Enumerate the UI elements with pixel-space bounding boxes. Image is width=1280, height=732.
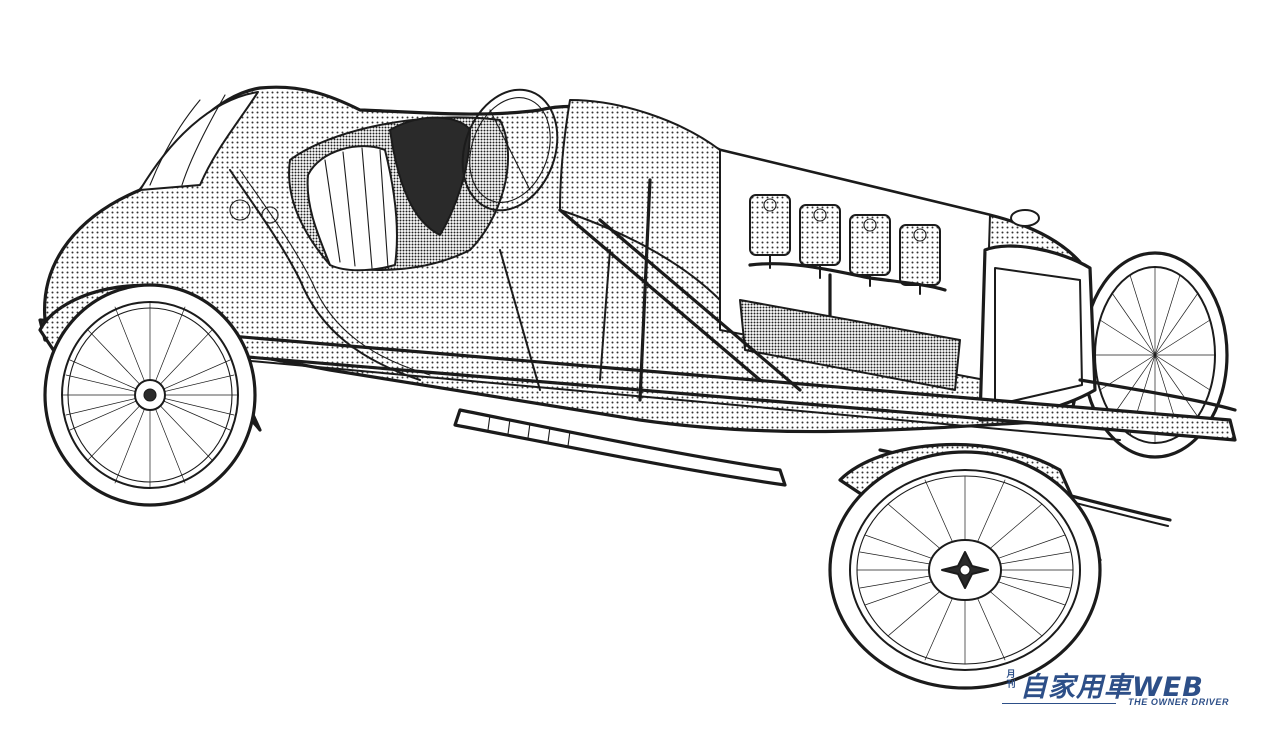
- rear-left-wheel: [38, 283, 262, 507]
- publisher-logo: 月刊 自家用車WEB THE OWNER DRIVER: [1000, 667, 1260, 717]
- fuel-lines: [229, 169, 431, 381]
- front-left-wheel: [828, 442, 1102, 690]
- logo-main-text: 自家用車WEB: [1020, 672, 1204, 703]
- car-body: [38, 85, 1237, 527]
- logo-subtitle: THE OWNER DRIVER: [1128, 697, 1230, 707]
- logo-divider: [1002, 703, 1116, 704]
- engine-cylinders: [739, 194, 961, 391]
- logo-small-text: 月刊: [1006, 670, 1016, 690]
